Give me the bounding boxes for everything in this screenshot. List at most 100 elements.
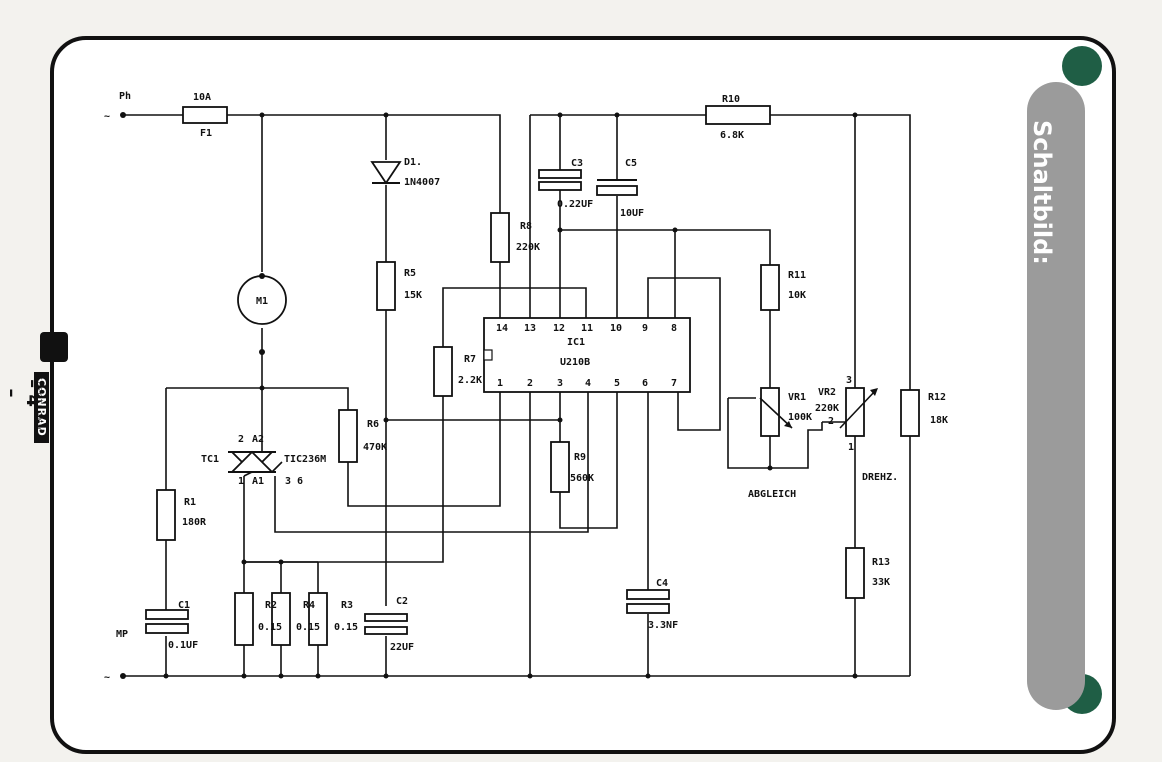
tc1-value: TIC236M (284, 454, 326, 465)
ic1-pin-5: 5 (614, 378, 620, 389)
r8-value: 220K (516, 242, 540, 253)
vr2-pin2: 2 (828, 416, 834, 427)
r5-ref: R5 (404, 268, 416, 279)
tc1-pin-a2: A2 (252, 434, 264, 445)
r1-value: 180R (182, 517, 207, 528)
c5-ref: C5 (625, 158, 637, 169)
r9-ref: R9 (574, 452, 586, 463)
resistor-r9 (550, 441, 570, 493)
c2-ref: C2 (396, 596, 408, 607)
ic1-pin-4: 4 (585, 378, 591, 389)
tc1-pin-a1: A1 (252, 476, 264, 487)
r2-value: 0.15 (258, 622, 282, 633)
r8-ref: R8 (520, 221, 532, 232)
r3-value: 0.15 (334, 622, 358, 633)
c4-value: 3.3NF (648, 620, 678, 631)
r11-ref: R11 (788, 270, 806, 281)
c1-ref: C1 (178, 600, 190, 611)
capacitor-c1 (145, 609, 189, 620)
f1-ref: F1 (200, 128, 212, 139)
r9-value: 560K (570, 473, 594, 484)
vr2-pin1: 1 (848, 442, 854, 453)
tc1-pin-2: 2 (238, 434, 244, 445)
vr2-name: DREHZ. (862, 472, 898, 483)
capacitor-c4 (626, 589, 670, 600)
conrad-logo: CONRAD ELECTRONIC (34, 332, 68, 452)
r1-ref: R1 (184, 497, 196, 508)
resistor-r8 (490, 212, 510, 263)
ic1-pin-14: 14 (496, 323, 508, 334)
section-tab (1027, 82, 1085, 710)
vr2-pin3: 3 (846, 375, 852, 386)
r12-ref: R12 (928, 392, 946, 403)
tc1-pin-1: 1 (238, 476, 244, 487)
resistor-r5 (376, 261, 396, 311)
capacitor-c2 (364, 613, 408, 622)
r13-ref: R13 (872, 557, 890, 568)
r4-ref: R4 (303, 600, 315, 611)
resistor-r13 (845, 547, 865, 599)
ic1-pin-2: 2 (527, 378, 533, 389)
m1-ref: M1 (256, 296, 268, 307)
ac-top-symbol: ~ (104, 111, 110, 122)
ic1-pin-7: 7 (671, 378, 677, 389)
wiring (123, 114, 911, 677)
resistor-shunt-1 (234, 592, 254, 646)
r6-ref: R6 (367, 419, 379, 430)
junction-dots (163, 112, 858, 679)
vr1-value: 100K (788, 412, 812, 423)
resistor-r2 (271, 592, 291, 646)
potentiometer-vr1 (760, 387, 780, 437)
resistor-r6 (338, 409, 358, 463)
resistor-r10 (705, 105, 771, 125)
r4-value: 0.15 (296, 622, 320, 633)
capacitor-c3 (538, 169, 582, 179)
resistor-r1 (156, 489, 176, 541)
resistor-r4 (308, 592, 328, 646)
tc1-pin-36: 3 6 (285, 476, 303, 487)
f1-value: 10A (193, 92, 211, 103)
c3-ref: C3 (571, 158, 583, 169)
ic-u210b (483, 317, 691, 393)
triac-tc1 (228, 436, 283, 477)
ic1-pin-6: 6 (642, 378, 648, 389)
c4-ref: C4 (656, 578, 668, 589)
resistor-r12 (900, 389, 920, 437)
ic1-pin-11: 11 (581, 323, 593, 334)
logo-mark-icon (40, 332, 68, 362)
ic1-pin-12: 12 (553, 323, 565, 334)
vr2-value: 220K (815, 403, 839, 414)
c1-value: 0.1UF (168, 640, 198, 651)
r5-value: 15K (404, 290, 422, 301)
r13-value: 33K (872, 577, 890, 588)
ic1-pin-13: 13 (524, 323, 536, 334)
ic1-pin-3: 3 (557, 378, 563, 389)
screw-top (1062, 46, 1102, 86)
r6-value: 470K (363, 442, 387, 453)
r3-ref: R3 (341, 600, 353, 611)
page-frame (50, 36, 1116, 754)
vr1-ref: VR1 (788, 392, 806, 403)
ic1-pin-9: 9 (642, 323, 648, 334)
ic1-pin-8: 8 (671, 323, 677, 334)
c3-value: 0.22UF (557, 199, 593, 210)
d1-ref: D1. (404, 157, 422, 168)
r11-value: 10K (788, 290, 806, 301)
ic1-bottom-pins: 1 2 3 4 5 6 7 (497, 378, 677, 389)
resistor-r11 (760, 264, 780, 311)
ic1-pin-10: 10 (610, 323, 622, 334)
ic1-pin-1: 1 (497, 378, 503, 389)
fuse-f1 (182, 106, 228, 124)
c5-value: 10UF (620, 208, 644, 219)
r7-ref: R7 (464, 354, 476, 365)
tc1-ref: TC1 (201, 454, 219, 465)
r12-value: 18K (930, 415, 948, 426)
ic1-ref: IC1 (567, 337, 585, 348)
ac-bottom-symbol: ~ (104, 672, 110, 683)
r7-value: 2.2K (458, 375, 482, 386)
ic1-top-pins: 14 13 12 11 10 9 8 (496, 323, 677, 334)
d1-value: 1N4007 (404, 177, 440, 188)
r10-value: 6.8K (720, 130, 744, 141)
c2-value: 22UF (390, 642, 414, 653)
